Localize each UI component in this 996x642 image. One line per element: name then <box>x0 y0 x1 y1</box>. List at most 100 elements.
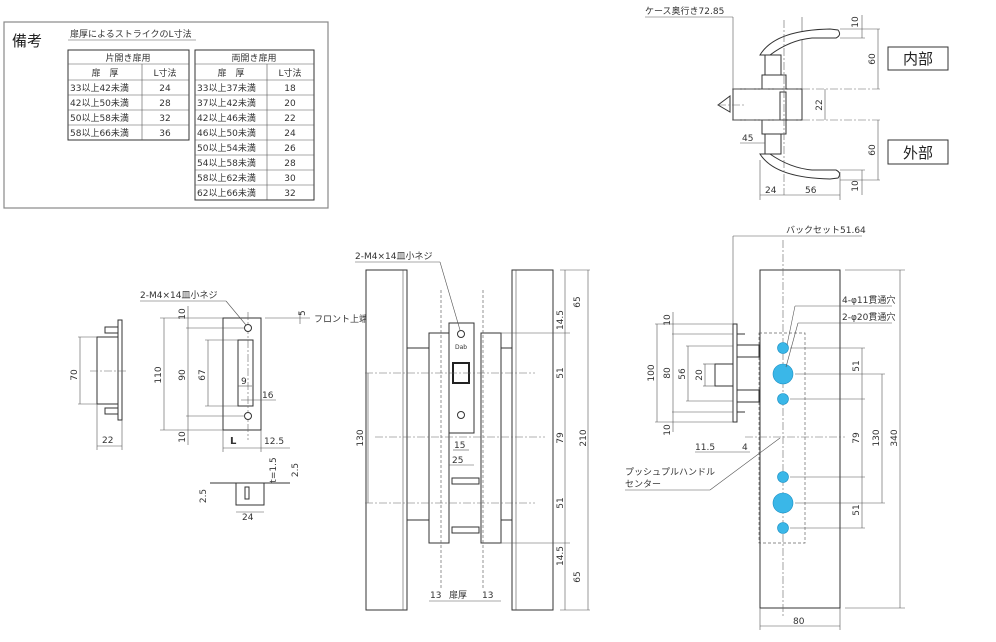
hole-11-label: 4-φ11貫通穴 <box>842 294 895 306</box>
single-row-l: 24 <box>159 84 171 94</box>
double-row-thickness: 42以上46未満 <box>197 112 256 124</box>
strike-screw-label: 2-M4×14皿小ネジ <box>140 290 217 301</box>
front-top-label: フロント上端 <box>314 313 368 325</box>
hole-11-icon <box>777 393 789 405</box>
lock-faceplate <box>732 323 738 423</box>
dim-10-bottom: 10 <box>663 424 673 436</box>
double-row-l: 22 <box>284 114 295 124</box>
single-row-thickness: 58以上66未満 <box>70 127 129 139</box>
dim-13-left: 13 <box>430 591 441 601</box>
dim-51-top: 51 <box>852 360 862 371</box>
dim-22-depth: 22 <box>102 436 113 446</box>
double-door-table: 両開き扉用 扉 厚 L寸法 33以上37未満 18 37以上42未満 20 42… <box>194 49 315 201</box>
double-row-thickness: 54以上58未満 <box>197 157 256 169</box>
hole-11-icon <box>777 342 789 354</box>
strike-drawing: 70 22 110 10 90 67 10 9 16 L 12.5 2-M4×1… <box>70 290 368 523</box>
single-row-l: 32 <box>159 114 170 124</box>
case-depth-label: ケース奥行き72.85 <box>645 5 724 17</box>
dim-2-5-right: 2.5 <box>291 463 301 477</box>
single-door-table: 片開き扉用 扉 厚 L寸法 33以上42未満 24 42以上50未満 28 50… <box>67 49 190 141</box>
dim-25: 25 <box>452 456 463 466</box>
dim-51-bottom: 51 <box>556 497 566 508</box>
single-row-thickness: 42以上50未満 <box>70 97 129 109</box>
strike-box-side <box>96 336 119 405</box>
backset-label: バックセット51.64 <box>786 225 866 236</box>
single-row-thickness: 50以上58未満 <box>70 112 129 124</box>
dim-80-height: 80 <box>663 367 673 379</box>
dim-90: 90 <box>178 369 188 381</box>
inside-label-box <box>887 46 949 71</box>
single-row-l: 36 <box>159 129 171 139</box>
mortise-outline <box>758 332 806 544</box>
dim-210: 210 <box>579 429 589 446</box>
lock-case <box>732 88 803 121</box>
double-row-l: 18 <box>284 84 296 94</box>
double-row-l: 26 <box>284 144 296 154</box>
dim-20: 20 <box>695 369 705 381</box>
dim-10-top: 10 <box>178 308 188 320</box>
notes-frame <box>3 21 329 209</box>
double-row-thickness: 58以上62未満 <box>197 172 256 184</box>
hole-20-icon <box>772 363 794 385</box>
double-caption: 両開き扉用 <box>231 52 276 64</box>
single-caption: 片開き扉用 <box>105 52 150 64</box>
double-row-thickness: 37以上42未満 <box>197 97 256 109</box>
notes-table: 備考 扉厚によるストライクのL寸法 片開き扉用 扉 厚 L寸法 33以上42未満… <box>3 21 329 209</box>
double-row-l: 20 <box>284 99 296 109</box>
dim-15: 15 <box>454 441 465 451</box>
dim-79: 79 <box>852 432 862 444</box>
side-view-plate: バックセット51.64 4-φ11貫通穴 2-φ20貫通穴 100 10 80 … <box>625 225 905 630</box>
hole-11-icon <box>777 471 789 483</box>
inside-label: 内部 <box>903 50 933 68</box>
screw-icon <box>457 411 465 419</box>
outer-lever <box>759 153 841 180</box>
dim-67: 67 <box>198 369 208 380</box>
dim-100: 100 <box>647 364 657 381</box>
dim-4: 4 <box>742 443 748 453</box>
hole-11-icon <box>777 522 789 534</box>
door-left <box>365 269 408 611</box>
outside-label: 外部 <box>903 144 933 162</box>
dim-130: 130 <box>872 429 882 446</box>
dim-80-width: 80 <box>793 617 805 627</box>
dim-65-bottom: 65 <box>573 571 583 582</box>
hole-20-icon <box>772 492 794 514</box>
dim-13-right: 13 <box>482 591 493 601</box>
screw-icon <box>244 412 252 420</box>
dim-12-5: 12.5 <box>264 437 284 447</box>
dim-16: 16 <box>262 391 274 401</box>
dim-51-bottom: 51 <box>852 504 862 515</box>
door-right <box>511 269 554 611</box>
dim-24: 24 <box>242 513 254 523</box>
dim-11-5: 11.5 <box>695 443 715 453</box>
double-row-l: 30 <box>284 174 296 184</box>
double-row-thickness: 62以上66未満 <box>197 187 256 199</box>
dim-5: 5 <box>298 310 308 316</box>
dim-70: 70 <box>70 369 80 381</box>
double-col-l: L寸法 <box>278 67 301 79</box>
double-row-l: 32 <box>284 189 295 199</box>
dim-56: 56 <box>678 368 688 380</box>
notes-title: 扉厚によるストライクのL寸法 <box>70 28 192 40</box>
dim-22: 22 <box>815 99 825 110</box>
dim-14-5-top: 14.5 <box>556 310 566 330</box>
push-pull-plate <box>759 269 841 609</box>
double-row-l: 28 <box>284 159 296 169</box>
dim-10-bottom: 10 <box>178 431 188 443</box>
dim-L: L <box>230 436 237 447</box>
single-col-l: L寸法 <box>153 67 176 79</box>
dim-60-inner: 60 <box>868 53 878 65</box>
dim-45: 45 <box>742 134 753 144</box>
double-row-thickness: 33以上37未満 <box>197 82 256 94</box>
dim-10-top: 10 <box>851 16 861 28</box>
dim-t1-5: t=1.5 <box>269 457 279 482</box>
strike-section <box>235 482 265 506</box>
screw-icon <box>244 324 252 332</box>
double-row-thickness: 46以上50未満 <box>197 127 256 139</box>
inner-lever <box>759 28 841 56</box>
front-view-door: Dab 130 2-M4×14皿小ネジ 15 25 13 扉厚 13 65 14… <box>355 251 590 611</box>
dim-60-outer: 60 <box>868 144 878 156</box>
single-row-thickness: 33以上42未満 <box>70 82 129 94</box>
dim-56: 56 <box>805 186 817 196</box>
